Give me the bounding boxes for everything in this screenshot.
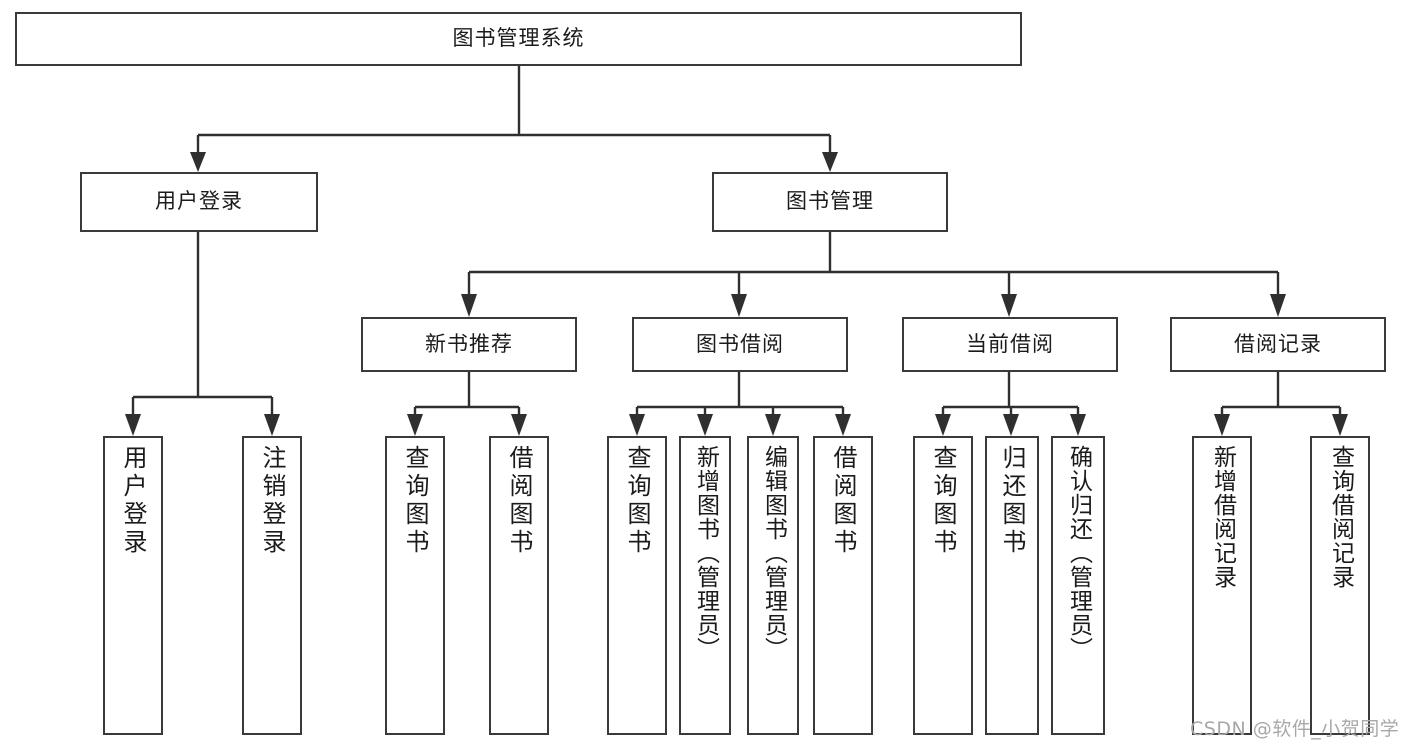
leaf-new-book-borrow-book[interactable]: 借阅图书	[489, 436, 549, 735]
leaf-book-borrow-edit-book-admin[interactable]: 编辑图书（管理员）	[747, 436, 799, 735]
leaf-current-borrow-return-book[interactable]: 归还图书	[985, 436, 1039, 735]
leaf-user-login-logout[interactable]: 注销登录	[242, 436, 302, 735]
node-label: 归还图书	[998, 445, 1026, 557]
watermark: CSDN @软件_小贺同学	[1190, 718, 1400, 740]
leaf-book-borrow-borrow-book[interactable]: 借阅图书	[813, 436, 873, 735]
node-label: 注销登录	[258, 445, 286, 557]
node-label: 用户登录	[155, 189, 243, 214]
node-root-book-management-system[interactable]: 图书管理系统	[15, 12, 1022, 66]
node-label: 当前借阅	[966, 331, 1054, 356]
leaf-borrow-record-query-record[interactable]: 查询借阅记录	[1310, 436, 1370, 735]
node-user-login[interactable]: 用户登录	[80, 172, 318, 232]
node-label: 新增图书（管理员）	[692, 445, 719, 661]
node-label: 图书借阅	[696, 331, 784, 356]
node-new-book-recommend[interactable]: 新书推荐	[361, 317, 577, 372]
node-label: 借阅图书	[829, 445, 857, 557]
node-label: 编辑图书（管理员）	[760, 445, 787, 661]
node-label: 确认归还（管理员）	[1065, 445, 1092, 661]
leaf-book-borrow-query-book[interactable]: 查询图书	[607, 436, 667, 735]
node-label: 用户登录	[119, 445, 147, 557]
node-borrow-record[interactable]: 借阅记录	[1170, 317, 1386, 372]
leaf-new-book-query-book[interactable]: 查询图书	[385, 436, 445, 735]
node-label: 借阅记录	[1234, 331, 1322, 356]
node-label: 图书管理	[786, 189, 874, 214]
leaf-book-borrow-add-book-admin[interactable]: 新增图书（管理员）	[679, 436, 731, 735]
node-book-management[interactable]: 图书管理	[712, 172, 948, 232]
node-current-borrow[interactable]: 当前借阅	[902, 317, 1118, 372]
node-label: 新书推荐	[425, 331, 513, 356]
node-label: 借阅图书	[505, 445, 533, 557]
leaf-current-borrow-confirm-return-admin[interactable]: 确认归还（管理员）	[1051, 436, 1105, 735]
leaf-user-login-login[interactable]: 用户登录	[103, 436, 163, 735]
node-label: 图书管理系统	[452, 26, 585, 51]
leaf-current-borrow-query-book[interactable]: 查询图书	[913, 436, 973, 735]
node-label: 新增借阅记录	[1209, 445, 1236, 589]
node-label: 查询图书	[401, 445, 429, 557]
node-book-borrow[interactable]: 图书借阅	[632, 317, 848, 372]
leaf-borrow-record-add-record[interactable]: 新增借阅记录	[1192, 436, 1252, 735]
node-label: 查询借阅记录	[1327, 445, 1354, 589]
node-label: 查询图书	[929, 445, 957, 557]
node-label: 查询图书	[623, 445, 651, 557]
